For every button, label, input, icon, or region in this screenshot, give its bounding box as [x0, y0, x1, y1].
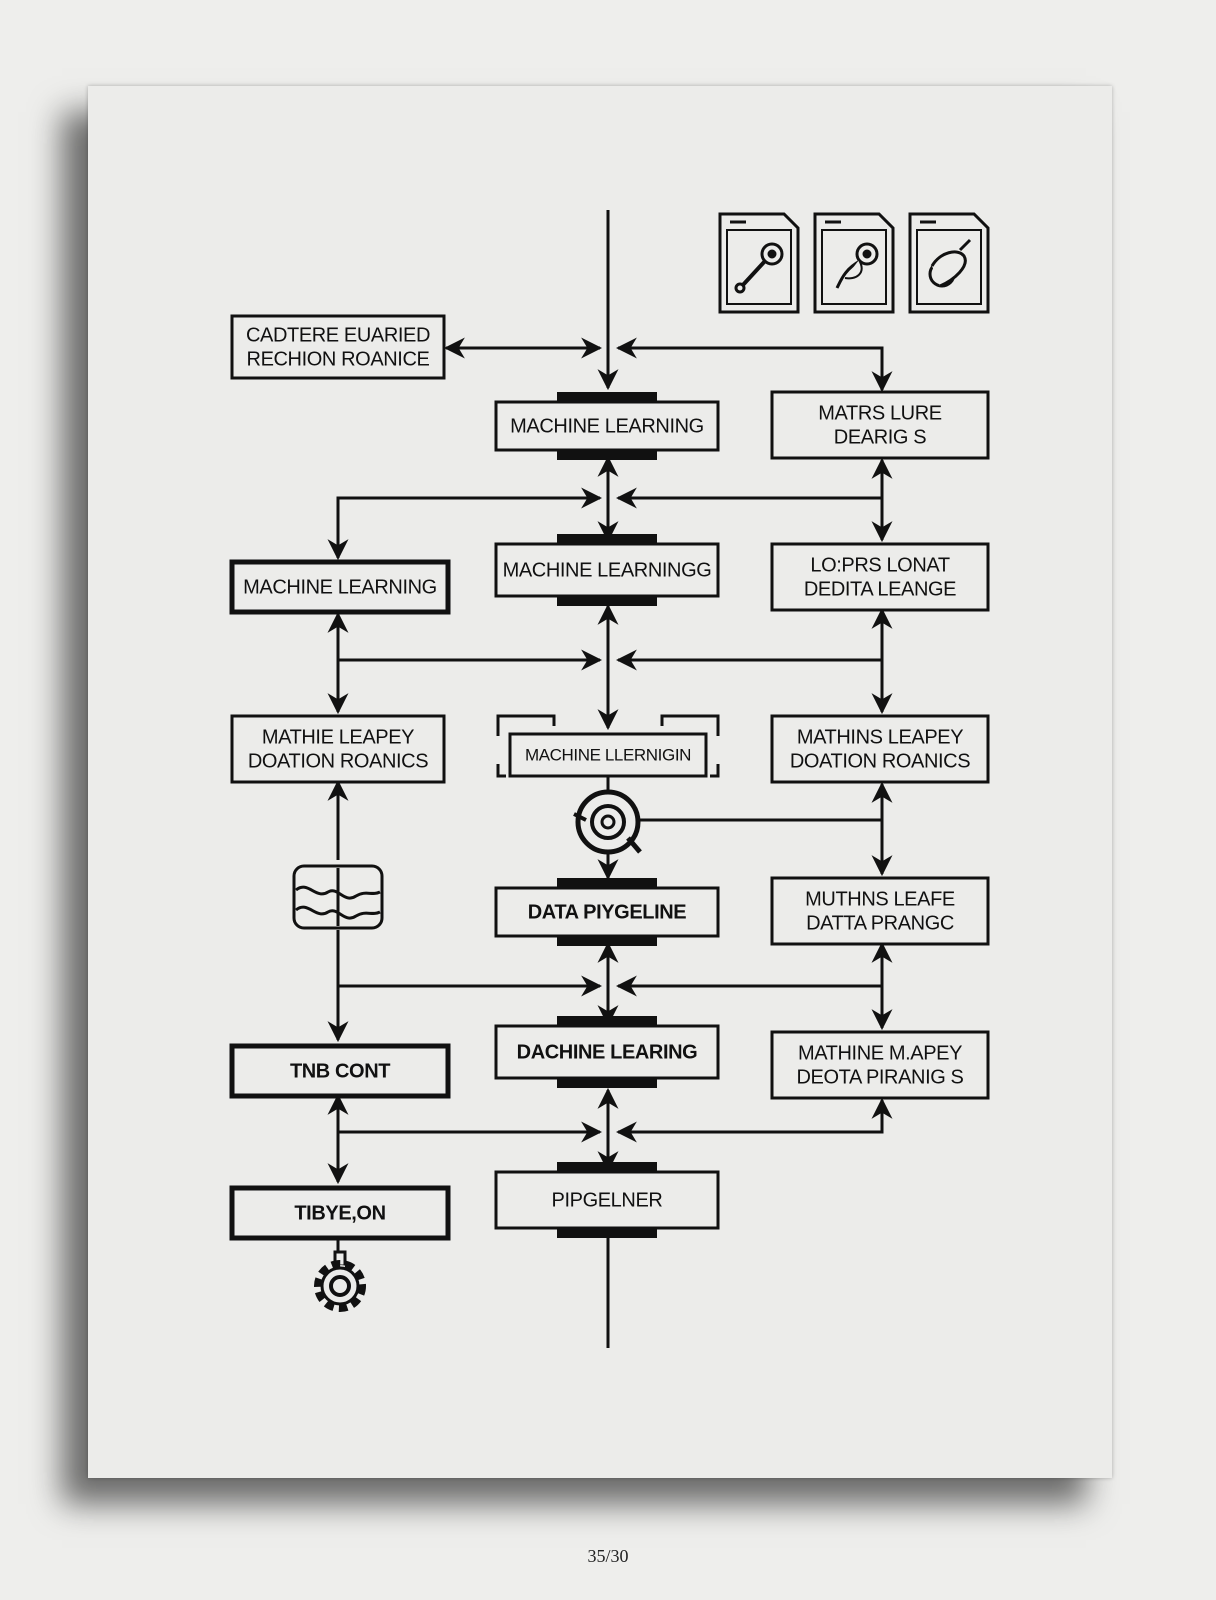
node-label: MATHIE LEAPEY [262, 726, 414, 748]
node-top-bar [557, 1016, 657, 1026]
node-top-bar [557, 534, 657, 544]
flow-node-n12: TNB CONT [229, 1043, 451, 1099]
flow-node-n15: TIBYE,ON [229, 1185, 451, 1241]
node-label: DOATION ROANICS [790, 750, 970, 772]
node-bottom-bar [557, 596, 657, 606]
flow-node-n5: MACHINE LEARNINGG [494, 534, 720, 606]
wave-icon [292, 864, 384, 930]
node-label: TIBYE,ON [294, 1202, 385, 1224]
node-label: MACHINE LEARNING [243, 576, 437, 598]
node-label: DATA PIYGELINE [528, 901, 687, 923]
node-box [770, 1030, 990, 1100]
node-box [230, 314, 446, 380]
node-label: MUTHNS LEAFE [805, 888, 955, 910]
node-bottom-bar [557, 1228, 657, 1238]
flow-node-n4: MACHINE LEARNING [229, 559, 451, 615]
document-magnifier-icon [718, 212, 800, 314]
flow-node-n2: MACHINE LEARNING [494, 392, 720, 460]
node-label: CADTERE EUARIED [246, 324, 430, 346]
connectors [327, 210, 893, 1348]
node-box [770, 390, 990, 460]
node-label: MATRS LURE [818, 402, 941, 424]
node-label: TNB CONT [290, 1060, 390, 1082]
document-magnifier-icon [813, 212, 895, 314]
node-label: DEDITA LEANGE [804, 578, 956, 600]
node-box [229, 1043, 451, 1099]
flow-node-n16: PIPGELNER [494, 1162, 720, 1238]
node-bracket [496, 714, 720, 778]
node-box [508, 732, 708, 778]
connector [615, 337, 893, 393]
node-label: DOATION ROANICS [248, 750, 428, 772]
node-bottom-bar [557, 450, 657, 460]
connector [327, 487, 603, 561]
node-label: MACHINE LEARNING [510, 415, 704, 437]
node-top-bar [557, 1162, 657, 1172]
node-bottom-bar [557, 1078, 657, 1088]
node-label: DACHINE LEARING [517, 1041, 698, 1063]
node-label: PIPGELNER [552, 1189, 663, 1211]
page-number: 35/30 [587, 1546, 629, 1566]
node-box [494, 400, 720, 452]
node-label: DEOTA PIRANIG S [797, 1066, 964, 1088]
node-label: LO:PRS LONAT [810, 554, 949, 576]
flow-node-n13: DACHINE LEARING [494, 1016, 720, 1088]
node-bottom-bar [557, 936, 657, 946]
node-label: DEARIG S [834, 426, 926, 448]
node-label: RECHION ROANICE [247, 348, 430, 370]
node-label: MACHINE LLERNIGIN [525, 745, 691, 764]
node-box [770, 542, 990, 612]
node-box [770, 876, 990, 946]
connector [615, 1097, 893, 1143]
node-box [229, 1185, 451, 1241]
node-box [770, 714, 990, 784]
flow-node-n8: MACHINE LLERNIGIN [496, 714, 720, 778]
node-label: MATHINE M.APEY [798, 1042, 962, 1064]
node-label: MATHINS LEAPEY [797, 726, 963, 748]
node-box [229, 559, 451, 615]
node-label: MACHINE LEARNINGG [503, 559, 712, 581]
document-magnifier-icon [908, 212, 990, 314]
node-top-bar [557, 392, 657, 402]
node-box [230, 714, 446, 784]
gear-icon [314, 1250, 366, 1312]
node-label: DATTA PRANGC [806, 912, 954, 934]
shutter-icon [573, 789, 642, 855]
flow-node-n10: DATA PIYGELINE [494, 878, 720, 946]
node-top-bar [557, 878, 657, 888]
